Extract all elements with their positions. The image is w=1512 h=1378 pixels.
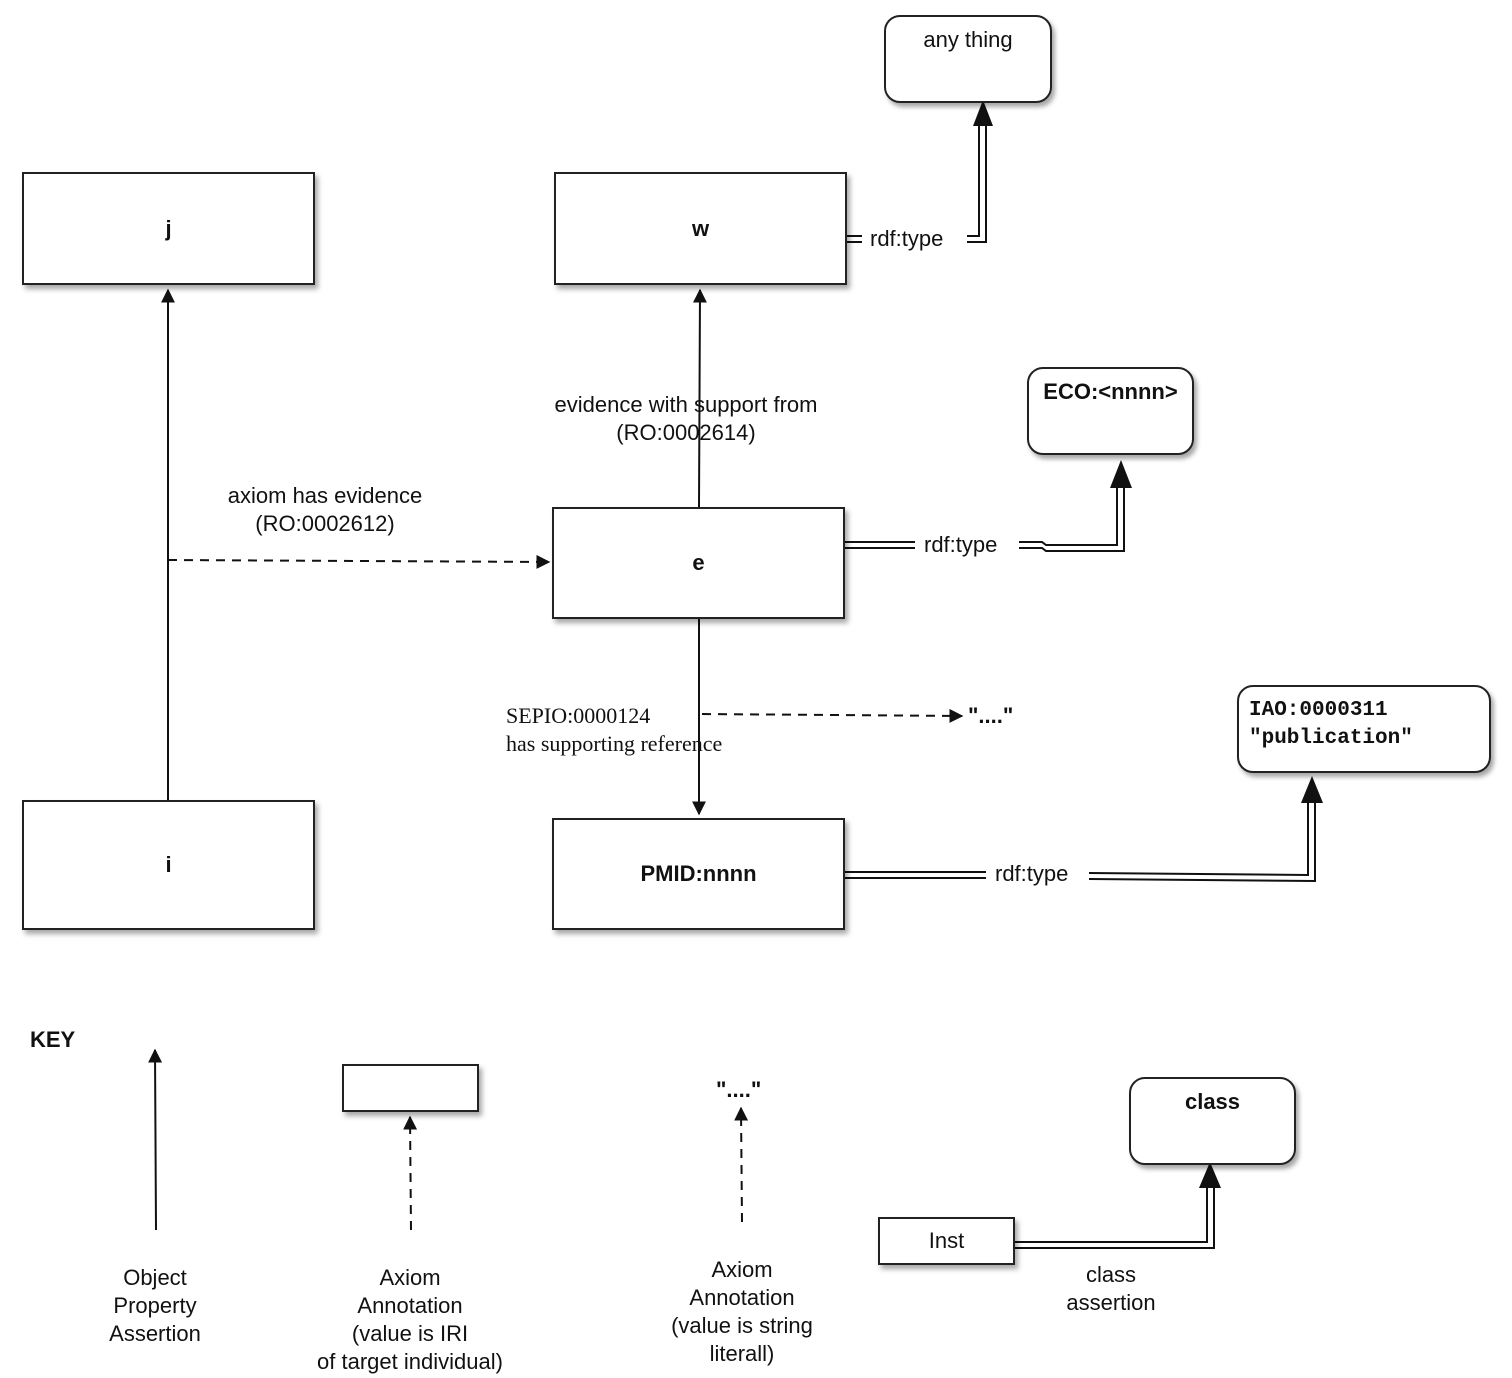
arrowhead-eco [1110,460,1132,488]
arrowhead-iao [1301,776,1323,803]
individual-e-label: e [692,550,705,575]
individual-i[interactable]: i [22,800,315,930]
individual-i-label: i [165,852,172,877]
edge-sepio-literal [701,708,964,723]
key-axiom-literal-label: Axiom Annotation (value is string litera… [640,1256,844,1368]
key-class-assertion-label: class assertion [1040,1261,1182,1317]
label-w-rdf-type: rdf:type [866,225,948,253]
key-ai-line-2: Annotation [357,1293,463,1318]
key-inst-box: Inst [878,1217,1015,1265]
key-ai-line-1: Axiom [379,1265,441,1290]
key-ai-line-3: (value is IRI [351,1321,469,1346]
label-sepio-id: SEPIO:0000124 [506,703,651,728]
key-al-line-2: Annotation [689,1285,795,1310]
key-axiom-iri-arrow [403,1115,418,1231]
key-axiom-iri-label: Axiom Annotation (value is IRI of target… [290,1264,530,1376]
edge-pmid-rdf-type [843,802,1316,883]
key-ca-line-1: class [1085,1262,1137,1287]
label-axiom-has-evidence-name: axiom has evidence [227,483,423,508]
label-pmid-rdf-type: rdf:type [991,860,1073,888]
class-any-thing[interactable]: any thing [884,15,1052,103]
key-literal-sample: "...." [716,1077,762,1102]
key-op-line-2: Property [113,1293,197,1318]
individual-pmid-label: PMID:nnnn [640,861,757,886]
class-iao-name: "publication" [1249,727,1413,750]
class-iao-id: IAO:0000311 [1249,699,1388,722]
key-class-label: class [1184,1089,1241,1114]
edge-e-rdf-type [843,488,1125,552]
label-axiom-has-evidence-id: (RO:0002612) [255,511,395,536]
class-iao-publication[interactable]: IAO:0000311 "publication" [1237,685,1491,773]
label-evidence-support-id: (RO:0002614) [616,420,756,445]
key-object-property-label: Object Property Assertion [75,1264,235,1348]
key-axiom-literal-arrow [734,1106,749,1223]
key-ca-line-2: assertion [1066,1290,1156,1315]
key-inst-label: Inst [928,1228,965,1253]
arrowhead-any-thing [973,100,993,126]
key-arrowhead-class [1199,1162,1221,1188]
key-title: KEY [30,1027,76,1052]
key-individual-box [342,1064,479,1112]
label-e-rdf-type: rdf:type [920,531,1002,559]
key-class-assertion-edge [1015,1188,1215,1249]
edge-axiom-has-evidence [167,554,551,569]
literal-value: "...." [968,703,1014,728]
individual-e[interactable]: e [552,507,845,619]
edge-e-to-w [692,288,707,508]
class-any-thing-label: any thing [923,27,1013,52]
key-ai-line-4: of target individual) [317,1349,503,1374]
individual-w[interactable]: w [554,172,847,285]
individual-j-label: j [165,215,172,241]
key-op-line-3: Assertion [109,1321,201,1346]
label-axiom-has-evidence: axiom has evidence (RO:0002612) [200,482,450,538]
class-eco[interactable]: ECO:<nnnn> [1027,367,1194,455]
key-class-box: class [1129,1077,1296,1165]
key-op-line-1: Object [123,1265,187,1290]
key-al-line-4: literall) [709,1341,775,1366]
label-evidence-support: evidence with support from (RO:0002614) [536,391,836,447]
individual-w-label: w [691,215,710,241]
key-al-line-3: (value is string [671,1313,813,1338]
edge-w-rdf-type [846,103,987,243]
label-sepio: SEPIO:0000124 has supporting reference [506,702,722,758]
label-sepio-name: has supporting reference [506,731,723,756]
key-object-property-arrow [148,1048,163,1231]
label-evidence-support-name: evidence with support from [554,392,818,417]
key-al-line-1: Axiom [711,1257,773,1282]
class-iao-label: IAO:0000311 "publication" [1249,697,1413,753]
class-eco-label: ECO:<nnnn> [1043,379,1178,404]
individual-pmid[interactable]: PMID:nnnn [552,818,845,930]
individual-j[interactable]: j [22,172,315,285]
